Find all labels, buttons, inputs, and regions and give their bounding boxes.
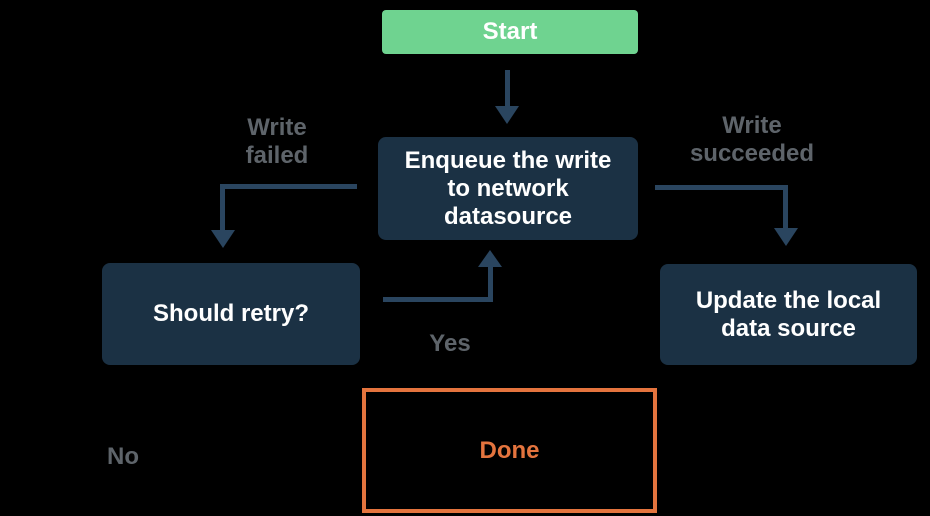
edge-line-horizontal (383, 297, 493, 302)
enqueue-write-node: Enqueue the write to network datasource (378, 137, 638, 240)
edge-label-write-failed: Write failed (245, 114, 309, 169)
edge-line-vertical (783, 185, 788, 229)
edge-line-vertical (488, 266, 493, 302)
start-node: Start (382, 10, 638, 54)
should-retry-node: Should retry? (102, 263, 360, 365)
update-local-node: Update the local data source (660, 264, 917, 365)
update-local-node-label: Update the local data source (695, 286, 882, 342)
edge-label-write-succeeded: Write succeeded (689, 112, 815, 167)
enqueue-write-node-label: Enqueue the write to network datasource (404, 146, 612, 230)
arrow-up-icon (478, 250, 502, 267)
edge-line-horizontal (655, 185, 788, 190)
arrow-down-icon (774, 228, 798, 246)
edge-label-no: No (107, 443, 139, 470)
arrow-down-icon (495, 106, 519, 124)
edge-line-horizontal (220, 184, 357, 189)
edge-label-yes: Yes (429, 330, 471, 357)
edge-line-vertical (220, 184, 225, 231)
arrow-down-icon (211, 230, 235, 248)
done-node-label: Done (479, 436, 540, 464)
edge-line-vertical (505, 70, 510, 107)
start-node-label: Start (482, 18, 538, 45)
should-retry-node-label: Should retry? (152, 300, 309, 327)
done-node: Done (362, 388, 657, 513)
